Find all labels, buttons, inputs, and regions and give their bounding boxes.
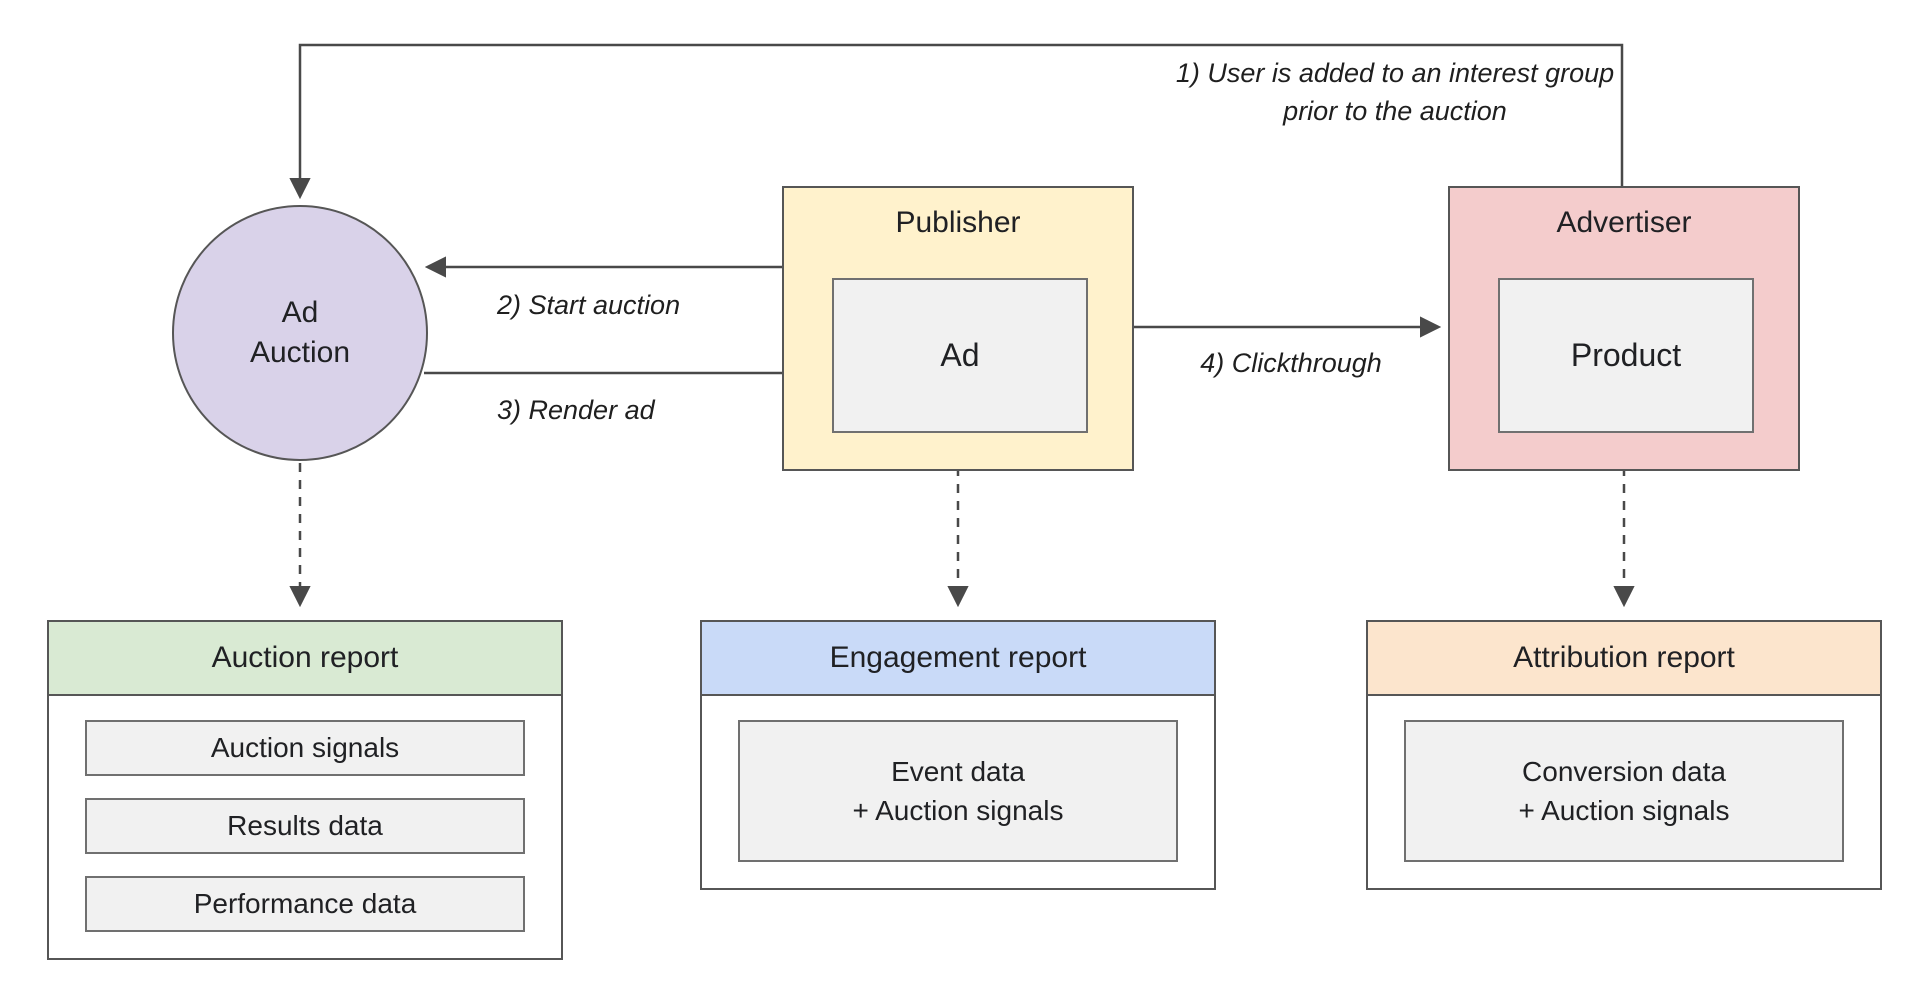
attribution-report-title: Attribution report (1513, 641, 1735, 674)
attribution-report-body: Conversion data + Auction signals (1368, 696, 1880, 888)
report-item-performance-data: Performance data (85, 876, 525, 932)
engagement-report-title: Engagement report (829, 641, 1087, 674)
arrow-label-interest-group: 1) User is added to an interest group pr… (1175, 58, 1615, 126)
report-item-event-data: Event data + Auction signals (738, 720, 1178, 862)
ad-auction-label-line1: Ad (281, 295, 319, 329)
product-box: Product (1498, 278, 1754, 433)
arrow-label-start-auction: 2) Start auction (497, 290, 681, 320)
ad-box: Ad (832, 278, 1088, 433)
auction-report: Auction report Auction signals Results d… (47, 620, 563, 960)
arrow-label-render-ad: 3) Render ad (497, 395, 655, 425)
report-item-line1: Event data (891, 755, 1025, 787)
ad-auction-node: Ad Auction (172, 205, 428, 461)
ad-auction-label-line2: Auction (249, 336, 351, 369)
report-item-auction-signals: Auction signals (85, 720, 525, 776)
report-item-label: Performance data (193, 888, 417, 920)
auction-report-body: Auction signals Results data Performance… (49, 696, 561, 958)
report-item-label: Results data (227, 810, 383, 842)
product-box-label: Product (1570, 337, 1682, 373)
advertiser-title: Advertiser (1556, 206, 1692, 239)
auction-report-title: Auction report (211, 641, 399, 674)
report-item-line2: + Auction signals (1518, 795, 1730, 826)
publisher-title: Publisher (895, 206, 1021, 239)
report-item-results-data: Results data (85, 798, 525, 854)
report-item-line2: + Auction signals (852, 795, 1064, 826)
engagement-report: Engagement report Event data + Auction s… (700, 620, 1216, 890)
advertiser-node: Advertiser Product (1448, 186, 1800, 471)
auction-report-header: Auction report (49, 622, 561, 696)
engagement-report-header: Engagement report (702, 622, 1214, 696)
attribution-report-header: Attribution report (1368, 622, 1880, 696)
engagement-report-body: Event data + Auction signals (702, 696, 1214, 888)
report-item-conversion-data: Conversion data + Auction signals (1404, 720, 1844, 862)
ad-box-label: Ad (940, 337, 980, 373)
report-item-line1: Conversion data (1522, 755, 1726, 787)
report-item-label: Auction signals (210, 732, 400, 764)
publisher-node: Publisher Ad (782, 186, 1134, 471)
attribution-report: Attribution report Conversion data + Auc… (1366, 620, 1882, 890)
arrow-label-clickthrough: 4) Clickthrough (1200, 348, 1382, 378)
